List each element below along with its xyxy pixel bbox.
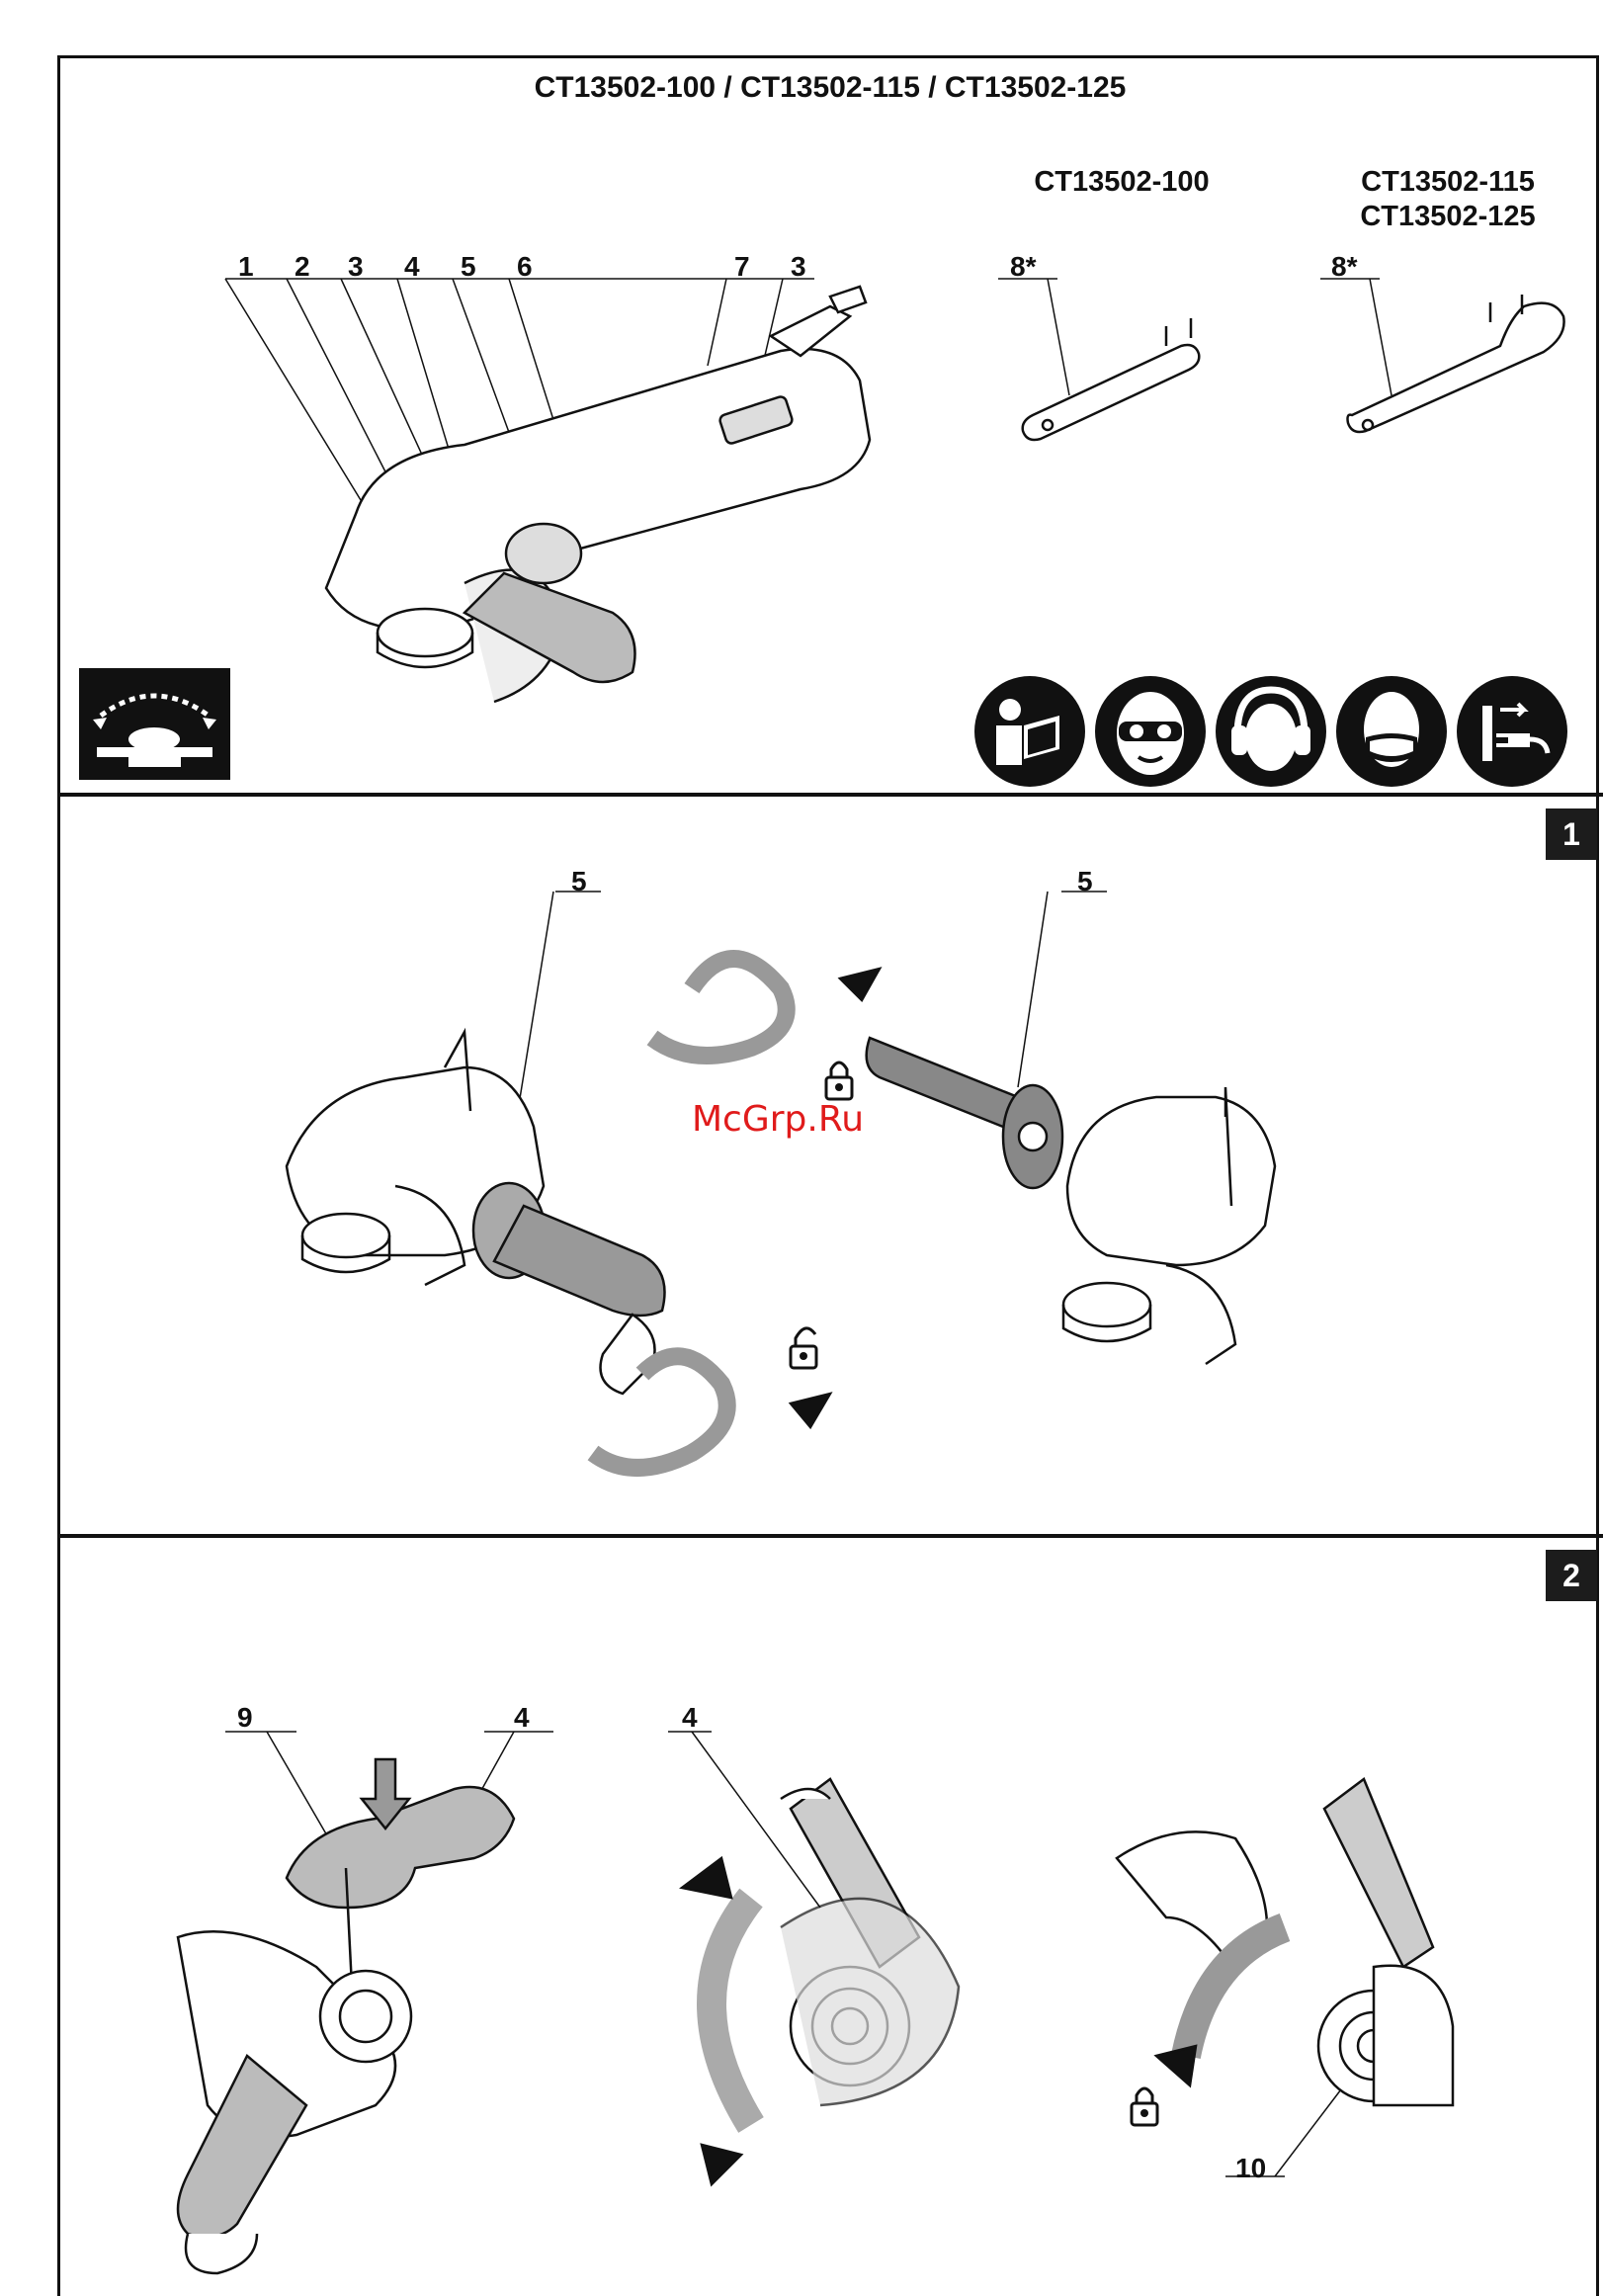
unlock-icon (791, 1328, 816, 1368)
